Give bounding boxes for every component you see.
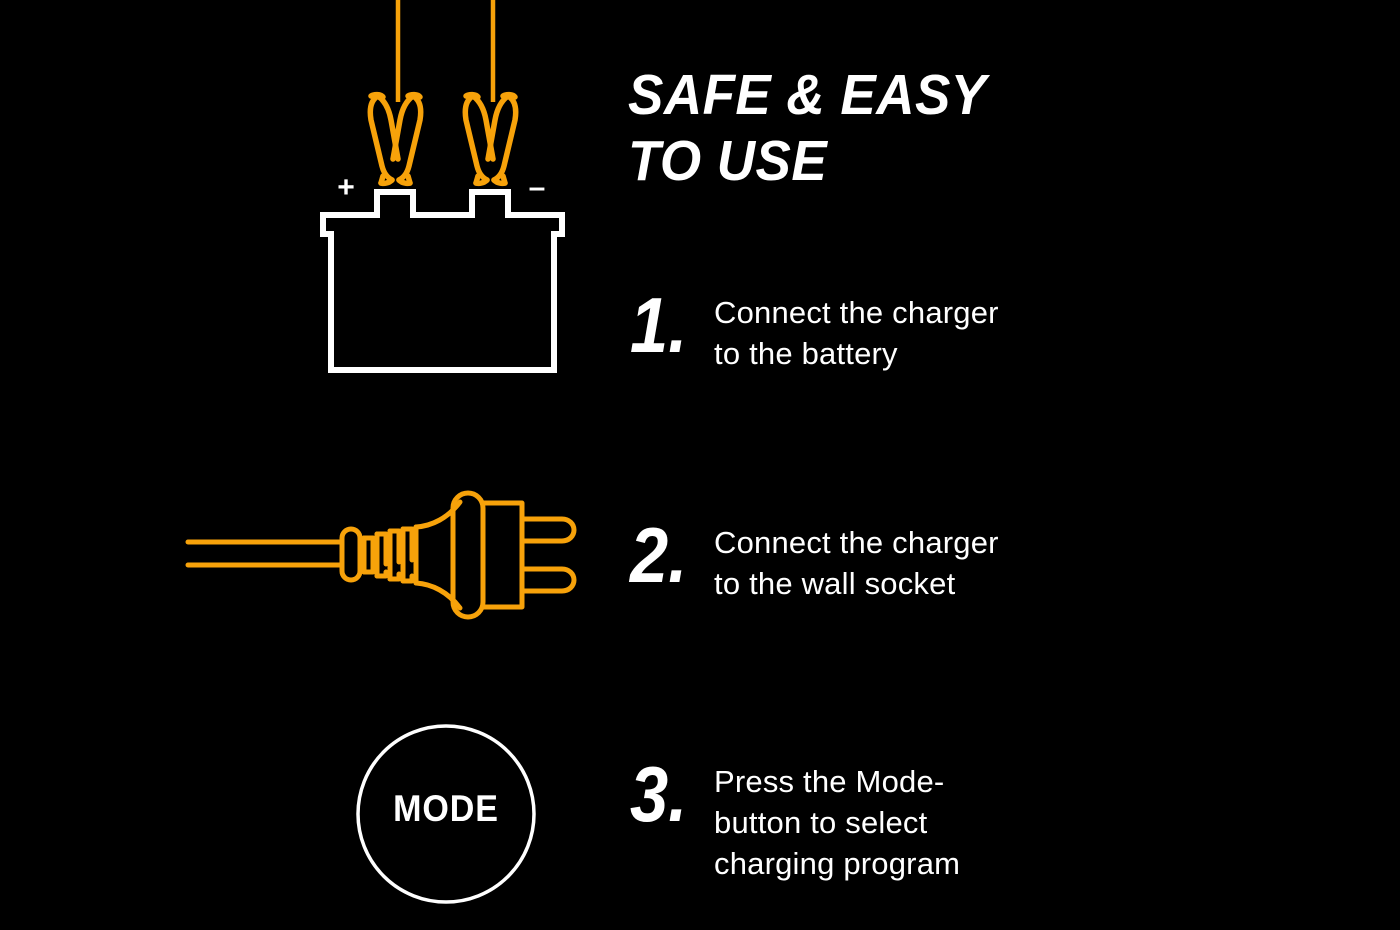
step-number-3: 3. [630,750,688,838]
step-item-1: 1. Connect the charger to the battery [630,281,999,374]
step-item-2: 2. Connect the charger to the wall socke… [630,511,999,604]
battery-positive-label: + [337,171,355,204]
charger-cables-icon [395,0,496,102]
battery-with-clamps-illustration: + – [320,0,565,373]
mode-button-illustration[interactable] [350,718,542,910]
page-title: SAFE & EASY TO USE [628,63,987,193]
battery-outline-icon [320,189,565,373]
plug-body-cone-icon [413,499,463,611]
step-item-3: 3. Press the Mode- button to select char… [630,750,961,884]
step-text-2: Connect the charger to the wall socket [714,525,999,601]
power-plug-illustration [185,490,577,620]
plug-pins-icon [519,516,577,594]
mode-button-circle[interactable] [356,724,536,904]
alligator-clamp-negative-icon [462,91,519,187]
step-text-1: Connect the charger to the battery [714,295,999,371]
step-number-2: 2. [630,511,688,599]
battery-negative-label: – [529,171,546,204]
plug-strain-relief-icon [339,524,419,586]
step-number-1: 1. [630,281,688,369]
plug-head-icon [480,500,525,610]
alligator-clamp-positive-icon [367,91,424,187]
plug-collar-icon [450,490,486,620]
step-text-3: Press the Mode- button to select chargin… [714,764,961,881]
plug-cable-icon [185,539,345,568]
